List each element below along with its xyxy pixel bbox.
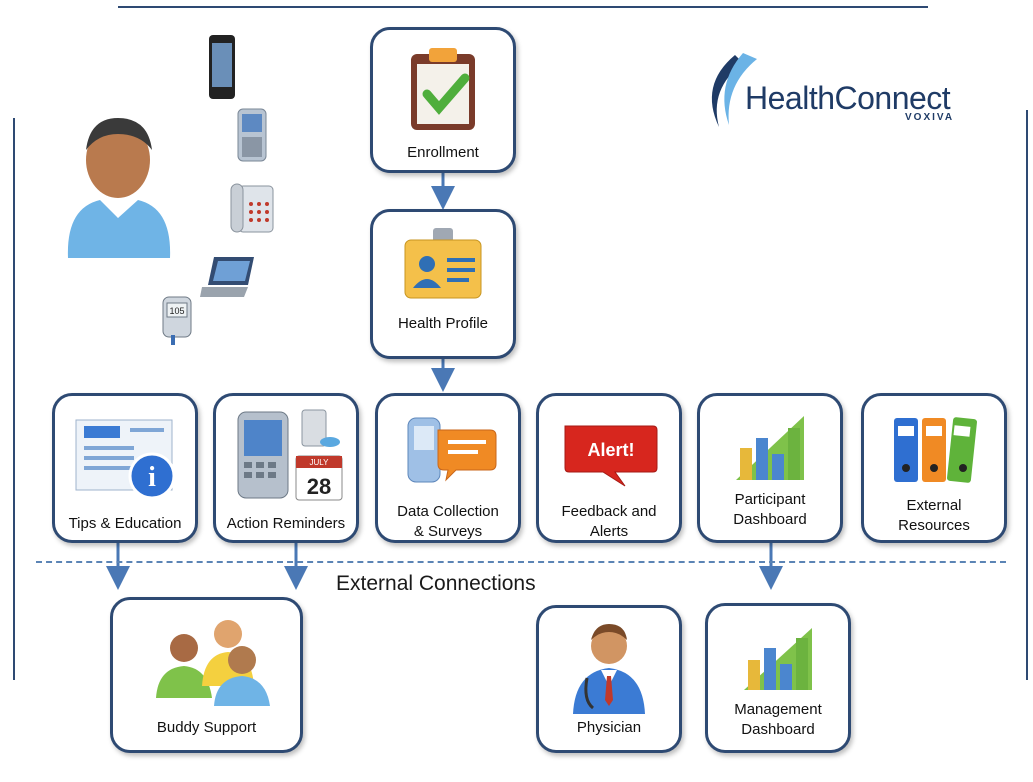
tips-education-label: Tips & Education (68, 515, 182, 532)
external-divider (36, 561, 1006, 563)
buddy-support-label: Buddy Support (156, 719, 257, 736)
action-reminders-box[interactable]: JULY 28 Action Reminders (213, 393, 359, 543)
doctor-icon (573, 624, 645, 714)
feedback-label-line2: Alerts (589, 523, 629, 540)
enrollment-label: Enrollment (407, 144, 479, 161)
meter-reading: 105 (169, 306, 184, 316)
tips-education-box[interactable]: i Tips & Education (52, 393, 198, 543)
info-document-icon: i (75, 419, 176, 500)
alert-text: Alert! (587, 440, 634, 460)
desk-phone-icon (230, 183, 274, 233)
management-label-line2: Dashboard (741, 721, 815, 738)
laptop-icon (200, 257, 254, 297)
clipboard-check-icon (411, 48, 475, 130)
alert-bubble-icon: Alert! (564, 425, 658, 487)
data-collection-label-line1: Data Collection (397, 503, 499, 520)
external-connections-title: External Connections (336, 572, 536, 595)
patient-avatar-icon (67, 118, 171, 258)
participant-label-line1: Participant (734, 491, 806, 508)
buddy-support-box[interactable]: Buddy Support (110, 597, 303, 753)
phone-calendar-icon: JULY 28 (237, 409, 343, 501)
glucose-meter-icon: 105 (162, 296, 192, 345)
people-group-icon (155, 620, 270, 706)
data-collection-box[interactable]: Data Collection & Surveys (375, 393, 521, 543)
management-chart-icon (744, 628, 812, 690)
participant-dashboard-box[interactable]: Participant Dashboard (697, 393, 843, 543)
feedback-label-line1: Feedback and (561, 503, 657, 520)
blackberry-icon (237, 108, 267, 162)
physician-label: Physician (576, 719, 642, 736)
external-resources-label-line2: Resources (898, 517, 970, 534)
management-label-line1: Management (734, 701, 822, 718)
action-reminders-label: Action Reminders (226, 515, 346, 532)
smartphone-icon (209, 35, 235, 99)
health-profile-box[interactable]: Health Profile (370, 209, 516, 359)
calendar-month: JULY (310, 458, 330, 467)
binders-icon (894, 417, 977, 483)
healthconnect-logo-swoosh-icon (711, 53, 757, 127)
brand-name: HealthConnect (745, 80, 951, 116)
id-badge-icon (404, 228, 482, 299)
external-resources-box[interactable]: External Resources (861, 393, 1007, 543)
brand-sub: VOXIVA (905, 112, 955, 123)
physician-box[interactable]: Physician (536, 605, 682, 753)
feedback-alerts-box[interactable]: Alert! Feedback and Alerts (536, 393, 682, 543)
chat-device-icon (407, 417, 497, 483)
management-dashboard-box[interactable]: Management Dashboard (705, 603, 851, 753)
calendar-day: 28 (307, 474, 331, 499)
external-resources-label-line1: External (906, 497, 962, 514)
data-collection-label-line2: & Surveys (413, 523, 483, 540)
svg-text:i: i (148, 462, 156, 493)
participant-label-line2: Dashboard (733, 511, 807, 528)
enrollment-box[interactable]: Enrollment (370, 27, 516, 173)
health-profile-label: Health Profile (397, 315, 489, 332)
bar-chart-icon (736, 416, 804, 480)
